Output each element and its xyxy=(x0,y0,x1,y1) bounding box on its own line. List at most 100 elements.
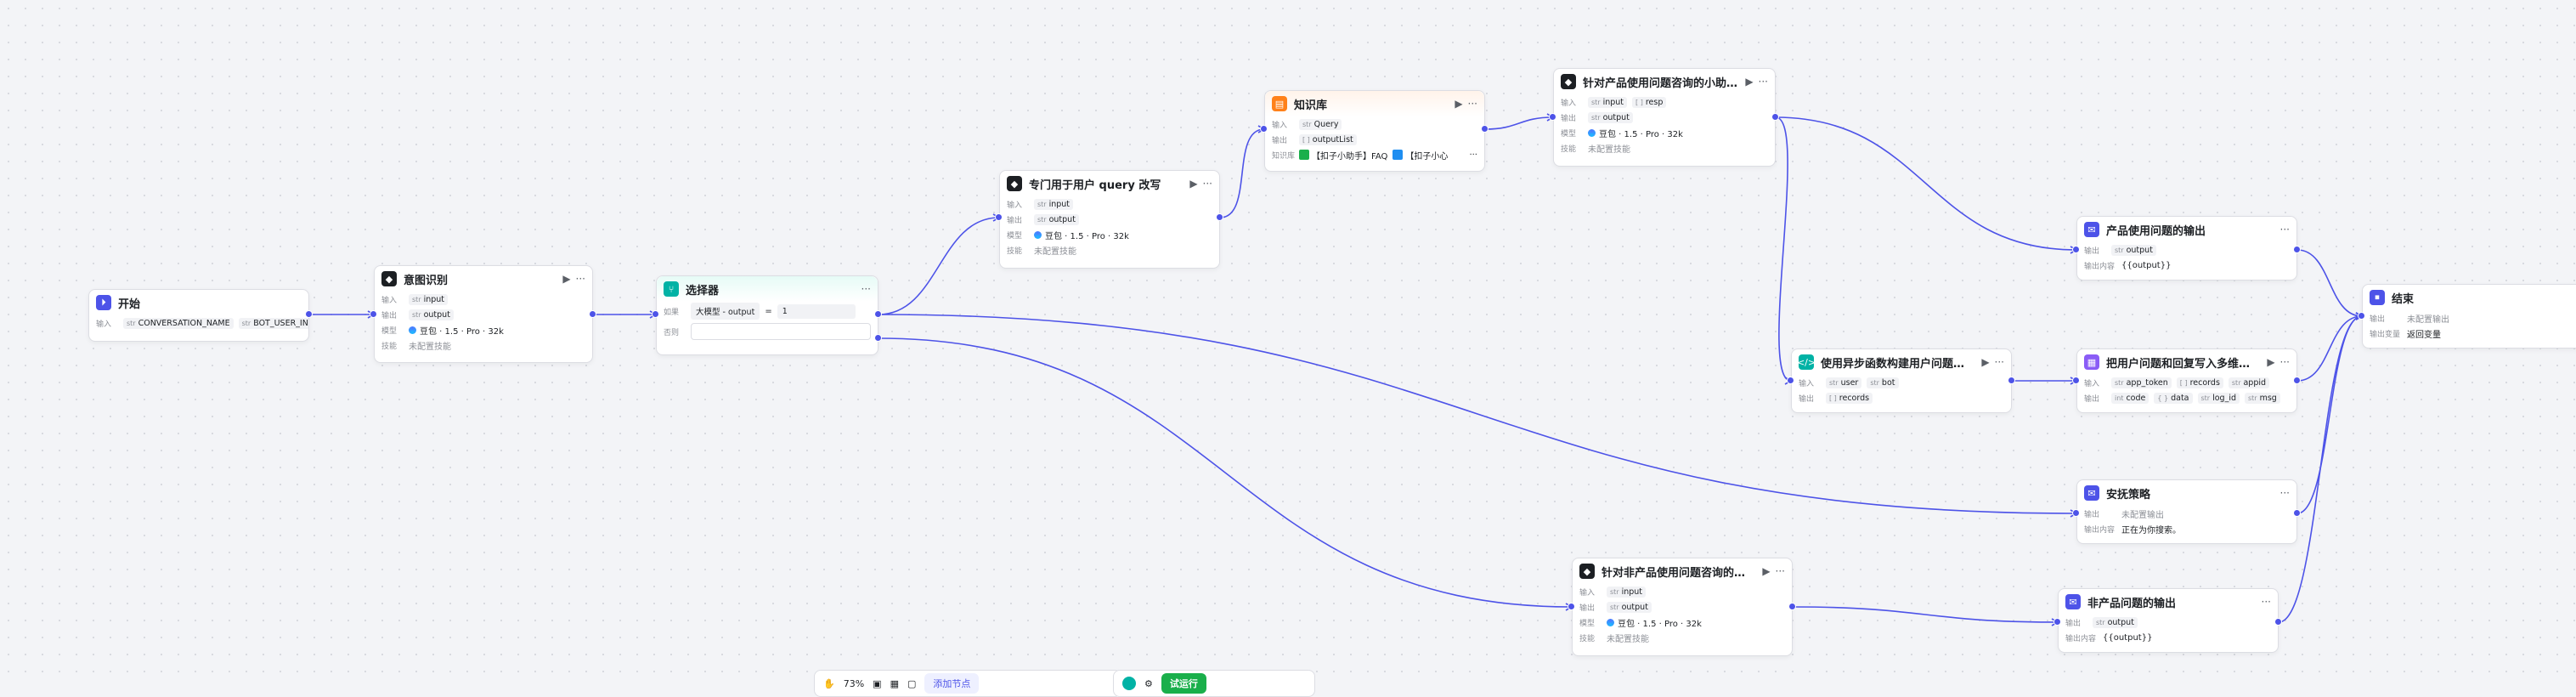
more-icon[interactable]: ··· xyxy=(861,283,871,295)
run-icon[interactable]: ▶ xyxy=(1455,98,1463,110)
node-title: 开始 xyxy=(118,298,141,311)
node-port[interactable] xyxy=(2274,618,2282,626)
run-button[interactable]: 试运行 xyxy=(1161,673,1206,694)
node-title: 非产品问题的输出 xyxy=(2087,597,2177,610)
code-icon: </> xyxy=(1797,354,1816,370)
kb-icon xyxy=(1393,150,1404,160)
node-port[interactable] xyxy=(2293,377,2301,384)
edge-12[interactable] xyxy=(2296,315,2363,382)
node-port[interactable] xyxy=(1549,113,1556,121)
message-icon: ✉ xyxy=(2084,222,2099,237)
node-port[interactable] xyxy=(2072,246,2080,253)
run-icon[interactable]: ▶ xyxy=(1745,76,1754,88)
node-port[interactable] xyxy=(1788,603,1796,610)
edge-5[interactable] xyxy=(1775,116,2077,251)
more-icon[interactable]: ··· xyxy=(2261,596,2271,608)
edge-9[interactable] xyxy=(878,337,1573,608)
more-icon[interactable]: ··· xyxy=(2279,224,2290,235)
else-field[interactable] xyxy=(691,323,871,340)
node-selector[interactable]: ⑂选择器··· 如果 大模型 - output = 1 否则 xyxy=(656,275,878,355)
node-port[interactable] xyxy=(995,213,1003,221)
node-safety[interactable]: ✉安抚策略··· 输出未配置输出 输出内容正在为你搜索。 xyxy=(2076,479,2297,544)
more-icon[interactable]: ··· xyxy=(1775,565,1785,577)
node-port[interactable] xyxy=(2293,246,2301,253)
node-end[interactable]: ⏹结束 输出未配置输出 输出变量返回变量 xyxy=(2362,284,2576,348)
settings-icon[interactable]: ⚙ xyxy=(1144,677,1153,689)
run-icon[interactable]: ▶ xyxy=(1762,565,1771,577)
edge-14[interactable] xyxy=(2278,315,2363,623)
node-port[interactable] xyxy=(370,310,377,318)
node-port[interactable] xyxy=(874,310,882,318)
node-port[interactable] xyxy=(2072,377,2080,384)
edge-2[interactable] xyxy=(878,217,1000,315)
edge-4[interactable] xyxy=(1484,116,1554,130)
node-port[interactable] xyxy=(1260,125,1268,133)
node-title: 选择器 xyxy=(686,284,720,298)
edge-10[interactable] xyxy=(1792,606,2059,623)
node-port[interactable] xyxy=(2358,312,2365,320)
zoom-level[interactable]: 73% xyxy=(843,677,865,689)
node-title: 针对非产品使用问题咨询的通用... xyxy=(1602,566,1756,580)
node-port[interactable] xyxy=(1481,125,1489,133)
model-icon xyxy=(1034,230,1042,239)
node-title: 使用异步函数构建用户问题和回... xyxy=(1821,357,1975,371)
run-icon[interactable]: ▶ xyxy=(562,273,571,285)
node-port[interactable] xyxy=(2008,377,2015,384)
canvas-toolbar: ✋ 73% ▣ ▦ ▢ 添加节点 xyxy=(814,670,1121,697)
more-icon[interactable]: ··· xyxy=(1994,356,2004,368)
hand-icon[interactable]: ✋ xyxy=(823,677,835,689)
node-port[interactable] xyxy=(589,310,596,318)
run-icon[interactable]: ▶ xyxy=(1189,178,1198,190)
selector-icon: ⑂ xyxy=(664,281,679,297)
node-port[interactable] xyxy=(2053,618,2061,626)
more-icon[interactable]: ··· xyxy=(1469,150,1477,160)
more-icon[interactable]: ··· xyxy=(2279,356,2290,368)
add-node-button[interactable]: 添加节点 xyxy=(924,673,980,694)
more-icon[interactable]: ··· xyxy=(1758,76,1768,88)
node-port[interactable] xyxy=(2293,509,2301,517)
node-port[interactable] xyxy=(1216,213,1223,221)
node-title: 安抚策略 xyxy=(2106,488,2151,502)
edge-8[interactable] xyxy=(878,314,2077,514)
node-port[interactable] xyxy=(2072,509,2080,517)
more-icon[interactable]: ··· xyxy=(1467,98,1477,110)
node-title: 意图识别 xyxy=(404,274,449,287)
node-title: 产品使用问题的输出 xyxy=(2106,224,2206,238)
minimap-icon[interactable]: ▣ xyxy=(873,677,882,689)
node-port[interactable] xyxy=(652,310,659,318)
run-icon[interactable]: ▶ xyxy=(2267,356,2275,368)
edge-3[interactable] xyxy=(1219,128,1265,218)
comment-icon[interactable]: ▢ xyxy=(907,677,917,689)
node-title: 针对产品使用问题咨询的小助手... xyxy=(1583,76,1739,90)
node-title: 知识库 xyxy=(1294,99,1328,112)
more-icon[interactable]: ··· xyxy=(2279,487,2290,499)
node-port[interactable] xyxy=(1771,113,1779,121)
edge-13[interactable] xyxy=(2296,315,2363,514)
node-title: 把用户问题和回复写入多维表格 xyxy=(2106,357,2261,371)
message-icon: ✉ xyxy=(2065,594,2081,609)
node-port[interactable] xyxy=(1568,603,1575,610)
node-port[interactable] xyxy=(874,334,882,342)
knowledge-icon: ▤ xyxy=(1272,96,1287,111)
model-icon xyxy=(1588,128,1596,137)
start-icon: ⏵ xyxy=(96,295,111,310)
edge-6[interactable] xyxy=(1775,116,1792,382)
more-icon[interactable]: ··· xyxy=(575,273,585,285)
more-icon[interactable]: ··· xyxy=(1202,178,1212,190)
edge-11[interactable] xyxy=(2296,249,2363,317)
node-port[interactable] xyxy=(1787,377,1794,384)
node-port[interactable] xyxy=(305,310,313,318)
layout-icon[interactable]: ▦ xyxy=(890,677,899,689)
run-icon[interactable]: ▶ xyxy=(1981,356,1990,368)
run-toolbar: ⚙ 试运行 xyxy=(1113,670,1315,697)
